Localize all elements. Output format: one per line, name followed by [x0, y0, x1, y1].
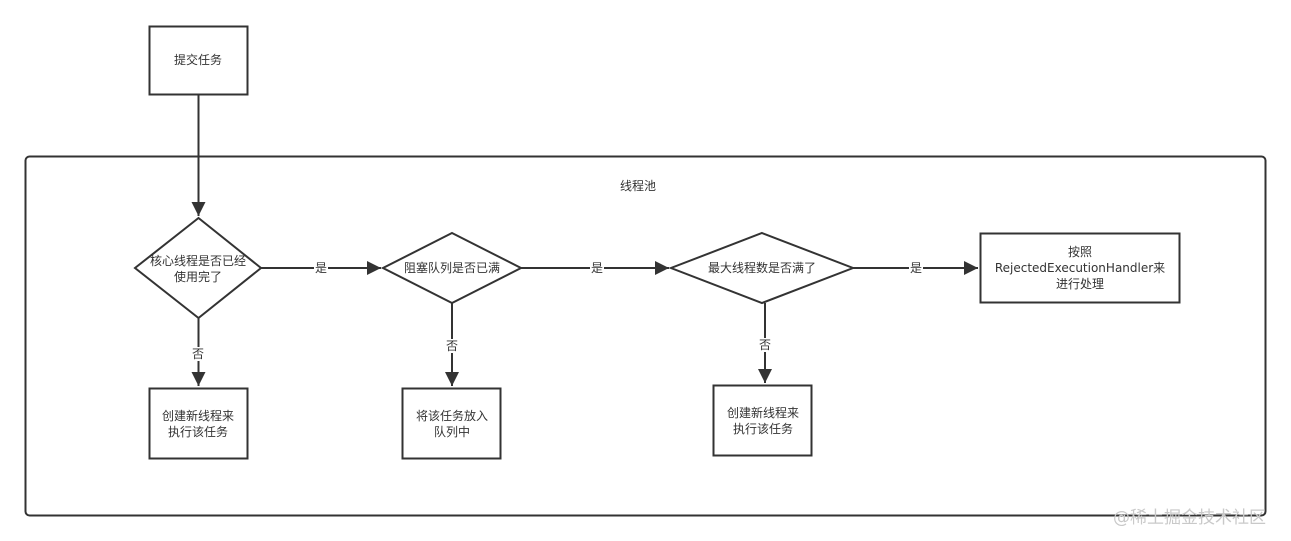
enqueue-task-line-2: 队列中	[433, 425, 471, 439]
edge-label-core-no: 否	[190, 347, 206, 361]
reject-handler-box[interactable]	[979, 232, 1181, 304]
edge-label-queue-yes: 是	[589, 261, 605, 275]
enqueue-task-label: 将该任务放入 队列中	[416, 408, 488, 440]
edge-label-max-yes: 是	[908, 261, 924, 275]
core-threads-decision-line-1: 核心线程是否已经	[149, 254, 247, 268]
max-threads-decision[interactable]	[668, 231, 856, 305]
reject-handler-line-3: 进行处理	[1055, 277, 1104, 291]
create-core-thread-box[interactable]	[148, 387, 249, 460]
submit-task-label: 提交任务	[173, 53, 223, 67]
submit-task-box[interactable]	[148, 25, 249, 96]
create-core-thread-line-1: 创建新线程来	[161, 409, 235, 423]
edge-label-queue-no: 否	[444, 339, 460, 353]
queue-full-decision-label: 阻塞队列是否已满	[403, 261, 501, 275]
create-max-thread-box[interactable]	[712, 384, 813, 457]
enqueue-task-line-1: 将该任务放入	[415, 409, 489, 423]
reject-handler-label: 按照 RejectedExecutionHandler来 进行处理	[995, 244, 1165, 292]
core-threads-decision-line-2: 使用完了	[173, 270, 223, 284]
edge-label-max-no: 否	[757, 338, 773, 352]
create-core-thread-label: 创建新线程来 执行该任务	[162, 408, 234, 440]
reject-handler-line-1: 按照	[1067, 245, 1092, 259]
enqueue-task-box[interactable]	[401, 387, 502, 460]
core-threads-decision-label: 核心线程是否已经 使用完了	[150, 253, 246, 285]
create-max-thread-line-2: 执行该任务	[732, 422, 794, 436]
watermark: @稀土掘金技术社区	[1113, 508, 1266, 528]
thread-pool-container	[24, 155, 1267, 517]
create-max-thread-label: 创建新线程来 执行该任务	[727, 405, 799, 437]
edge-label-core-yes: 是	[313, 261, 329, 275]
create-max-thread-line-1: 创建新线程来	[726, 406, 800, 420]
create-core-thread-line-2: 执行该任务	[167, 425, 229, 439]
reject-handler-line-2: RejectedExecutionHandler来	[994, 261, 1166, 275]
max-threads-decision-label: 最大线程数是否满了	[707, 261, 817, 275]
thread-pool-title: 线程池	[619, 179, 657, 193]
